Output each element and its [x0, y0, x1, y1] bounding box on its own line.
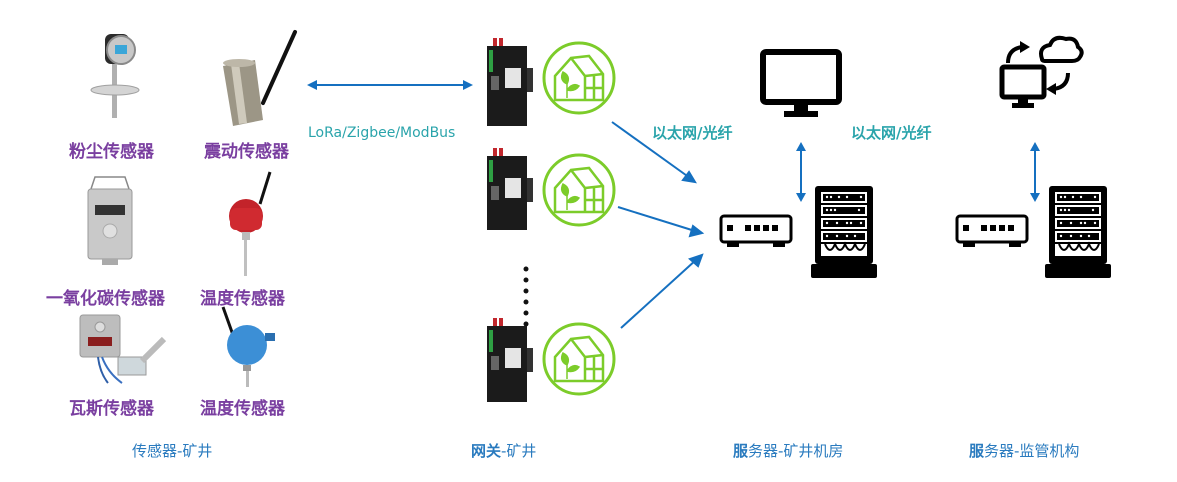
- arrow-gateway-3: [620, 258, 698, 329]
- column-label-mine-server: 服务器-矿井机房: [733, 440, 843, 461]
- temperature-sensor-blue-image: [221, 306, 275, 387]
- sensor-label-carbon-monoxide: 一氧化碳传感器: [46, 289, 165, 309]
- temperature-sensor-red-image: [229, 171, 272, 276]
- sensor-gateway-link-arrow: [307, 80, 473, 90]
- column-label-mine-server-text: 务器-矿井机房: [748, 442, 844, 460]
- more-gateways-ellipsis: [523, 266, 529, 327]
- network-switch-icon-2: [955, 214, 1029, 247]
- column-label-sensors-text: 传感器-矿井: [132, 442, 213, 460]
- column-label-mine-server-bold: 服: [733, 442, 749, 460]
- sensor-label-vibration: 震动传感器: [204, 142, 289, 162]
- sensor-label-temperature-red: 温度传感器: [200, 289, 285, 309]
- greenhouse-icon-3: [542, 322, 616, 396]
- column-label-regulator-server-bold: 服: [969, 442, 985, 460]
- monitor-icon: [760, 49, 842, 117]
- column-label-regulator-server: 服务器-监管机构: [969, 440, 1079, 461]
- vibration-sensor-image: [223, 30, 297, 126]
- gas-sensor-image: [79, 314, 167, 384]
- network-switch-icon-1: [719, 214, 793, 247]
- cloud-server-link-arrow: [1030, 142, 1040, 202]
- sensor-label-temperature-blue: 温度传感器: [200, 399, 285, 419]
- cloud-sync-monitor-icon: [999, 35, 1084, 108]
- greenhouse-icon-2: [542, 153, 616, 227]
- gateway-device-1: [487, 38, 533, 126]
- arrow-gateway-2: [617, 206, 696, 232]
- carbon-monoxide-sensor-image: [87, 176, 133, 265]
- column-label-gateway-text: -矿井: [501, 442, 537, 460]
- network-label-1: 以太网/光纤: [652, 124, 733, 142]
- column-label-gateway: 网关-矿井: [471, 440, 536, 461]
- greenhouse-icon-1: [542, 41, 616, 115]
- monitor-server-link-arrow: [796, 142, 806, 202]
- sensor-label-dust: 粉尘传感器: [69, 142, 154, 162]
- gateway-device-3: [487, 318, 533, 402]
- sensor-label-gas: 瓦斯传感器: [69, 399, 154, 419]
- column-label-sensors: 传感器-矿井: [132, 440, 212, 461]
- gateway-device-2: [487, 148, 533, 230]
- server-rack-icon-1: [811, 186, 877, 278]
- dust-sensor-image: [90, 34, 140, 118]
- protocol-label: LoRa/Zigbee/ModBus: [308, 125, 456, 141]
- column-label-gateway-bold: 网关: [471, 442, 502, 460]
- column-label-regulator-server-text: 务器-监管机构: [984, 442, 1080, 460]
- arrow-gateway-1: [611, 121, 691, 179]
- server-rack-icon-2: [1045, 186, 1111, 278]
- network-label-2: 以太网/光纤: [851, 124, 932, 142]
